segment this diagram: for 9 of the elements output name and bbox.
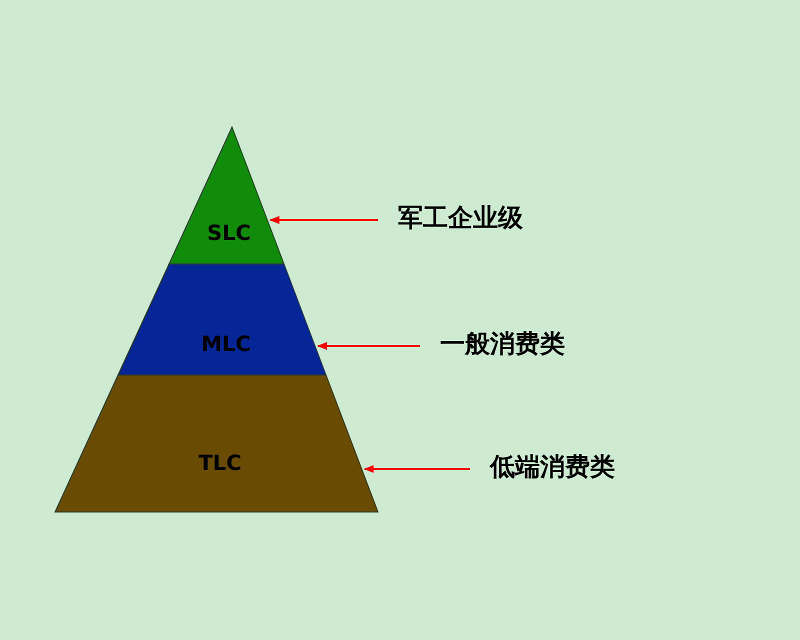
tier-label: TLC	[198, 451, 242, 475]
category-label: 军工企业级	[398, 203, 523, 233]
category-label: 低端消费类	[490, 452, 615, 482]
tier-label: SLC	[207, 221, 251, 245]
category-label: 一般消费类	[440, 329, 565, 359]
arrow	[317, 342, 420, 350]
arrow	[364, 465, 470, 473]
arrow	[269, 216, 378, 224]
tier-label: MLC	[201, 332, 251, 356]
